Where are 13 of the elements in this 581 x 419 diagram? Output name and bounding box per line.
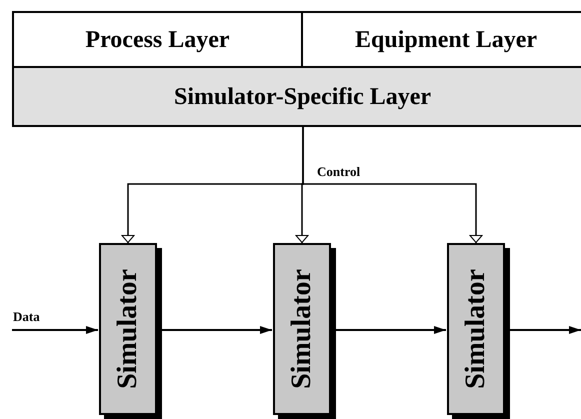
arrow [302,127,482,243]
edge-label: Control [316,165,362,178]
layer-box: Process Layer [12,11,303,68]
edge-label: Data [12,310,41,323]
arrow [162,326,272,334]
layer-box: Simulator-Specific Layer [12,68,581,127]
simulator-box: Simulator [447,243,505,415]
simulator-box: Simulator [273,243,331,415]
arrow [336,326,446,334]
simulator-box: Simulator [99,243,157,415]
arrow [510,326,581,334]
arrow [12,326,98,334]
layer-box: Equipment Layer [301,11,581,68]
